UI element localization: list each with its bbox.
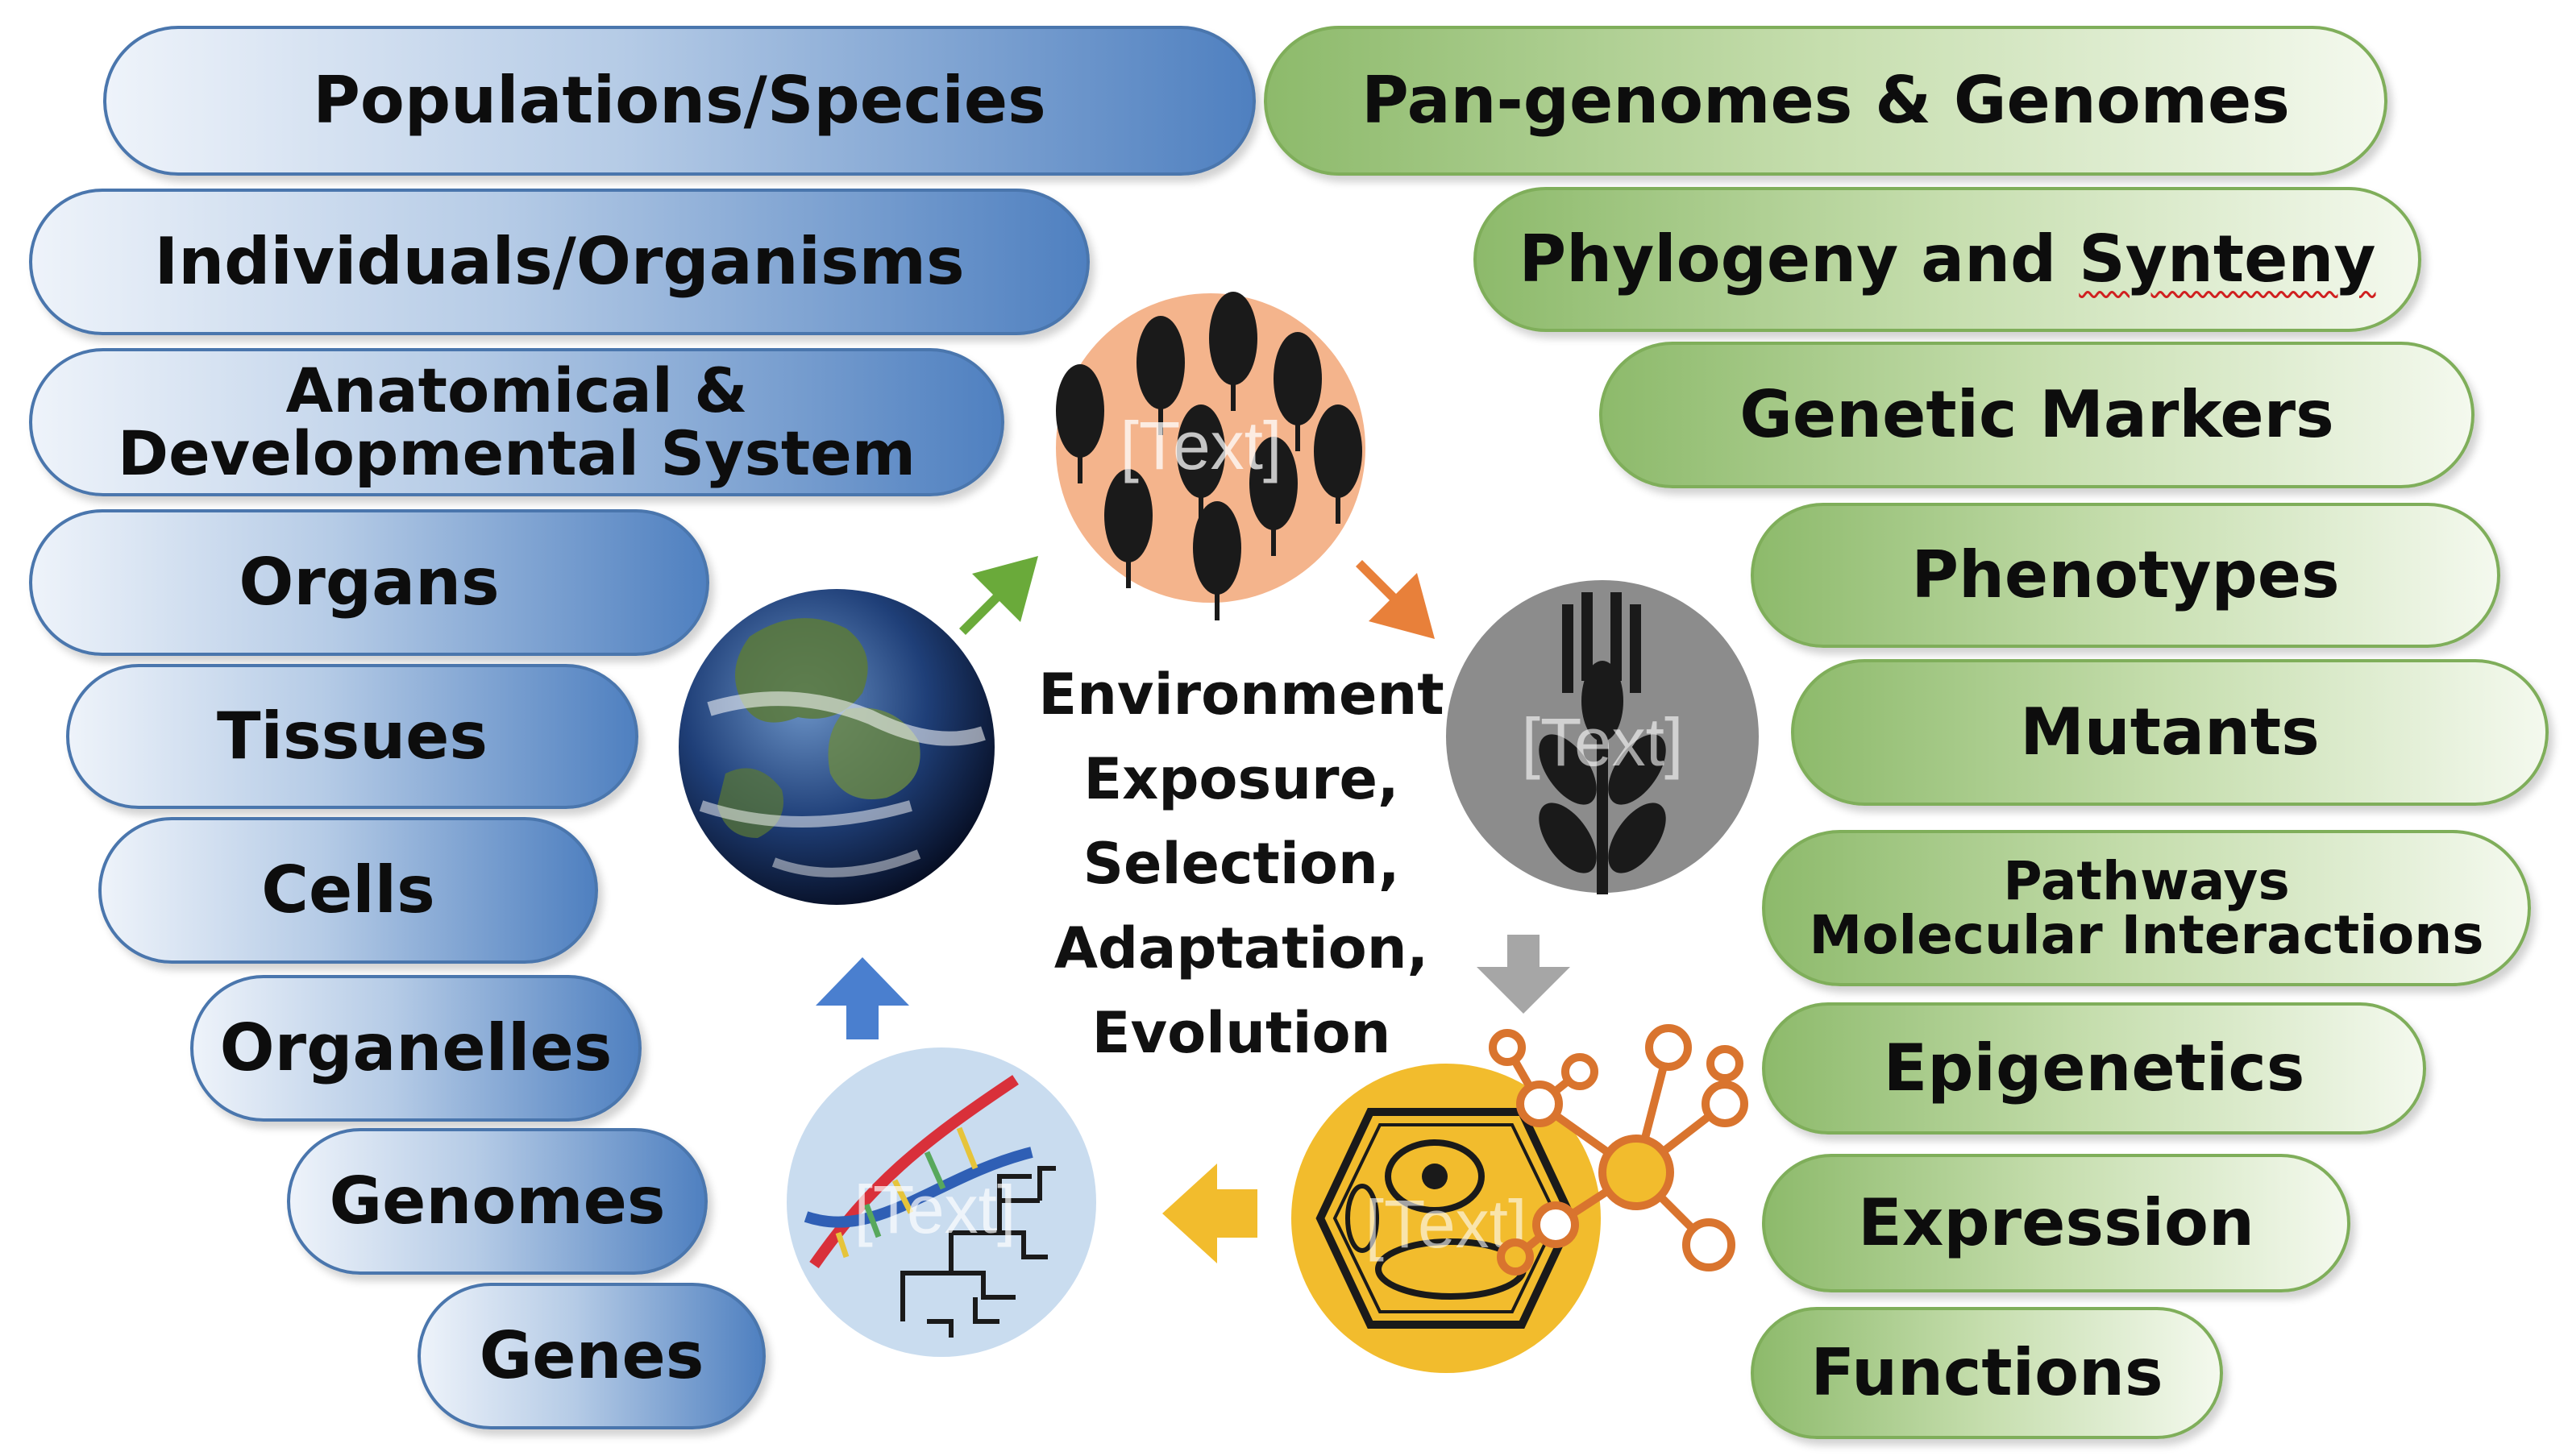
pill-tissues: Tissues bbox=[66, 664, 638, 809]
pill-label-line1: Anatomical & bbox=[285, 355, 748, 427]
pill-genomes: Genomes bbox=[287, 1128, 708, 1275]
center-cycle-label: Environment Exposure, Selection, Adaptat… bbox=[1032, 653, 1451, 1076]
arrow-yellow bbox=[1162, 1164, 1257, 1263]
pill-pan-genomes: Pan-genomes & Genomes bbox=[1264, 26, 2387, 176]
pill-label-line1: Pathways bbox=[2003, 849, 2290, 912]
pill-label-line2: Developmental System bbox=[118, 417, 916, 489]
pill-label-prefix: Phylogeny and bbox=[1519, 222, 2080, 297]
earth-icon bbox=[679, 589, 995, 905]
pill-label: Pan-genomes & Genomes bbox=[1361, 63, 2290, 138]
center-line: Environment bbox=[1038, 662, 1444, 728]
pill-organs: Organs bbox=[29, 509, 709, 656]
pill-label: Phenotypes bbox=[1911, 537, 2340, 612]
pill-label: Individuals/Organisms bbox=[154, 224, 965, 299]
arrow-orange bbox=[1356, 560, 1435, 639]
pill-label: Epigenetics bbox=[1883, 1031, 2305, 1105]
pill-label: Genomes bbox=[329, 1164, 666, 1238]
center-line: Evolution bbox=[1091, 1000, 1391, 1066]
spellcheck-flagged-word: Synteny bbox=[2079, 222, 2376, 297]
pill-pathways-molecular-interactions: Pathways Molecular Interactions bbox=[1762, 830, 2531, 986]
pill-individuals-organisms: Individuals/Organisms bbox=[29, 189, 1090, 335]
pill-label-line2: Molecular Interactions bbox=[1809, 904, 2484, 966]
pill-label: Mutants bbox=[2020, 695, 2320, 769]
pill-phylogeny-synteny: Phylogeny and Synteny bbox=[1473, 187, 2421, 332]
pill-epigenetics: Epigenetics bbox=[1762, 1002, 2426, 1135]
pill-label: Genes bbox=[479, 1318, 704, 1393]
placeholder-text: [Text] bbox=[1120, 408, 1282, 483]
arrow-blue bbox=[816, 957, 909, 1039]
wheat-plant-icon: [Text] bbox=[1446, 580, 1759, 894]
pill-label: Genetic Markers bbox=[1739, 377, 2334, 452]
pill-label: Expression bbox=[1858, 1185, 2254, 1260]
wheat-field-icon: [Text] bbox=[1056, 292, 1365, 620]
pill-label: Functions bbox=[1810, 1335, 2163, 1410]
pill-label: Cells bbox=[261, 852, 435, 927]
dna-phylogeny-icon: [Text] bbox=[787, 1047, 1096, 1357]
pill-cells: Cells bbox=[98, 817, 598, 964]
plant-cell-icon: [Text] bbox=[1291, 1064, 1601, 1373]
pill-anatomical-developmental: Anatomical & Developmental System bbox=[29, 348, 1004, 496]
arrow-green bbox=[959, 556, 1038, 635]
pill-functions: Functions bbox=[1751, 1307, 2223, 1439]
pill-organelles: Organelles bbox=[190, 975, 642, 1122]
placeholder-text: [Text] bbox=[1522, 704, 1684, 780]
pill-label: Organelles bbox=[219, 1010, 613, 1085]
pill-genetic-markers: Genetic Markers bbox=[1599, 342, 2475, 488]
pill-mutants: Mutants bbox=[1791, 659, 2549, 806]
pill-expression: Expression bbox=[1762, 1154, 2350, 1292]
center-line: Exposure, bbox=[1083, 746, 1399, 812]
arrow-gray bbox=[1477, 935, 1570, 1014]
pill-populations-species: Populations/Species bbox=[103, 26, 1256, 176]
molecule-network-icon bbox=[1489, 1024, 1748, 1276]
pill-label: Organs bbox=[239, 545, 500, 620]
pill-label: Tissues bbox=[216, 699, 488, 774]
pill-phenotypes: Phenotypes bbox=[1751, 503, 2500, 648]
pill-label: Populations/Species bbox=[313, 63, 1046, 138]
pill-genes: Genes bbox=[418, 1283, 766, 1429]
center-line: Selection, bbox=[1082, 831, 1400, 897]
placeholder-text: [Text] bbox=[854, 1172, 1016, 1247]
center-line: Adaptation, bbox=[1053, 915, 1429, 981]
pill-label: Phylogeny and Synteny bbox=[1519, 227, 2376, 292]
